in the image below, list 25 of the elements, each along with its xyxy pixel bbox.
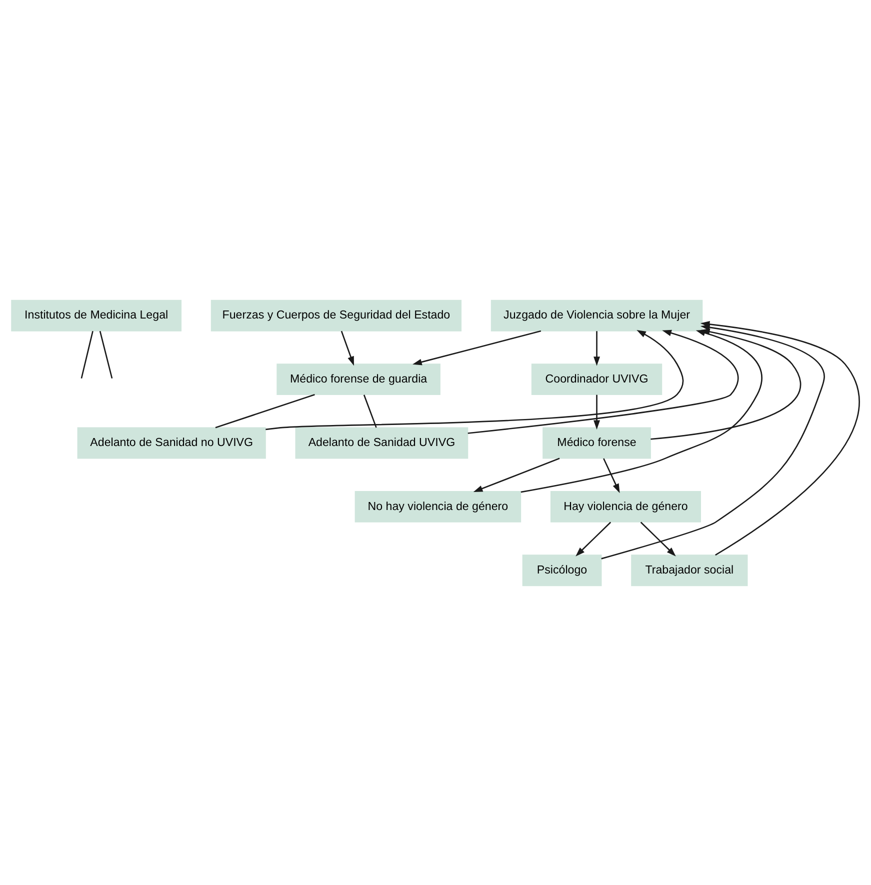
node-box: Médico forense de guardia	[276, 363, 440, 395]
node-box: Institutos de Medicina Legal	[11, 299, 182, 331]
arrow	[640, 521, 676, 556]
node-box: Coordinador UVIVG	[531, 363, 662, 395]
arrow	[603, 458, 620, 493]
node-box: No hay violencia de género	[354, 490, 522, 522]
node-box: Trabajador social	[631, 554, 748, 586]
arrow	[266, 330, 684, 430]
node-box: Adelanto de Sanidad no UVIVG	[77, 426, 266, 458]
connector	[80, 330, 94, 378]
node-box: Fuerzas y Cuerpos de Seguridad del Estado	[210, 299, 462, 331]
connector	[363, 394, 377, 428]
node-box: Adelanto de Sanidad UVIVG	[295, 426, 468, 458]
node-box: Psicólogo	[522, 554, 602, 586]
arrow	[594, 330, 600, 366]
arrow	[576, 521, 612, 556]
arrow	[594, 394, 600, 430]
arrow	[340, 330, 354, 366]
connector	[99, 330, 113, 378]
node-box: Hay violencia de género	[550, 490, 701, 522]
arrow	[473, 457, 560, 492]
arrow	[412, 330, 542, 365]
node-box: Médico forense	[542, 426, 651, 458]
connector	[215, 394, 315, 428]
node-box: Juzgado de Violencia sobre la Mujer	[490, 299, 703, 331]
